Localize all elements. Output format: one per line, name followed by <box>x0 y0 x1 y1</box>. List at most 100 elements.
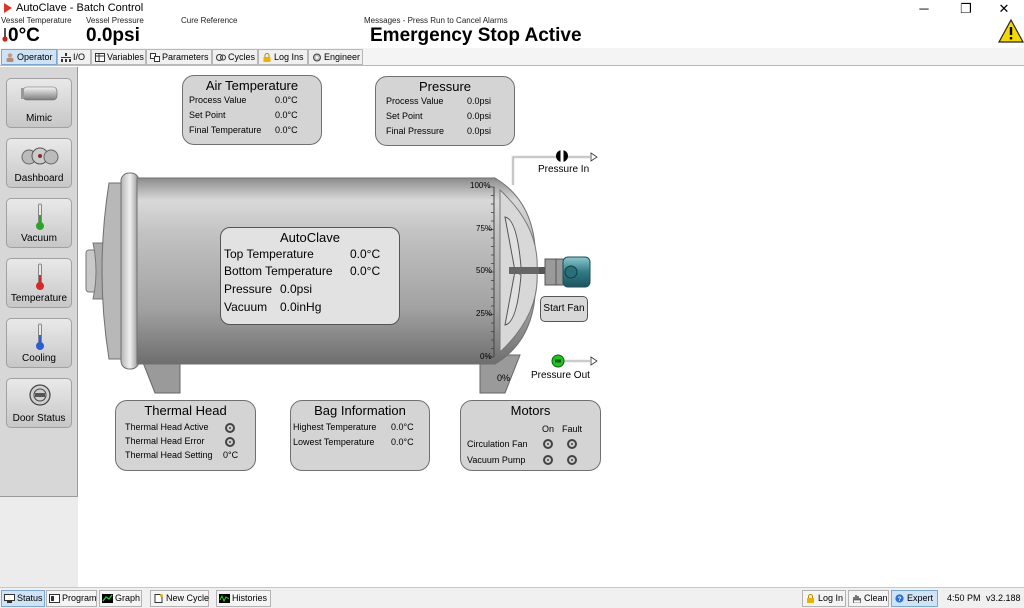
pressure-out-label: Pressure Out <box>531 370 590 381</box>
minimize-button[interactable]: ─ <box>919 1 929 16</box>
tab-variables[interactable]: Variables <box>91 49 146 65</box>
expert-button[interactable]: ? Expert <box>891 590 938 607</box>
status-icon <box>4 594 15 603</box>
temperature-icon <box>36 263 44 290</box>
bag-highest-temp-label: Highest Temperature <box>293 422 377 432</box>
tab-operator[interactable]: Operator <box>1 49 57 65</box>
bottom-temperature-value: 0.0°C <box>350 264 381 278</box>
status-button[interactable]: Status <box>1 590 45 607</box>
thermal-head-title: Thermal Head <box>144 403 227 418</box>
help-icon: ? <box>895 594 904 603</box>
alarm-message: Emergency Stop Active <box>370 25 582 46</box>
tab-log-ins[interactable]: Log Ins <box>258 49 308 65</box>
pressure-process-label: Process Value <box>386 96 444 106</box>
pressure-setpoint-label: Set Point <box>386 111 423 121</box>
app-icon <box>4 3 12 13</box>
clean-button[interactable]: Clean <box>848 590 889 607</box>
cycles-icon <box>216 54 226 61</box>
pressure-panel: Pressure Process Value 0.0psi Set Point … <box>375 76 515 146</box>
thermal-head-setting-value: 0°C <box>223 450 239 460</box>
parameters-icon <box>150 53 160 62</box>
pressure-process-value: 0.0psi <box>467 96 492 106</box>
air-temp-process-value: 0.0°C <box>275 95 298 105</box>
title-bar: AutoClave - Batch Control ─ ❐ ✕ <box>0 0 1024 16</box>
vessel-pressure-label: Vessel Pressure <box>86 16 144 25</box>
mimic-icon <box>21 86 58 101</box>
air-temperature-panel: Air Temperature Process Value 0.0°C Set … <box>182 75 322 145</box>
log-in-button[interactable]: Log In <box>802 590 846 607</box>
thermometer-icon <box>2 28 8 42</box>
vessel-pressure-row-label: Pressure <box>224 282 273 296</box>
gauge-tick-50: 50% <box>476 266 493 275</box>
warning-icon[interactable] <box>998 18 1024 44</box>
variables-icon <box>95 53 105 62</box>
thermal-head-error-label: Thermal Head Error <box>125 436 205 446</box>
gauge-tick-25: 25% <box>476 309 493 318</box>
gauge-tick-0: 0% <box>480 352 492 361</box>
new-cycle-icon <box>154 594 163 603</box>
pressure-out-valve[interactable] <box>551 354 565 368</box>
tab-engineer[interactable]: Engineer <box>308 49 363 65</box>
circulation-fan-on-indicator <box>543 439 553 449</box>
tab-bar: Operator I/O Variables Parameters Cycles… <box>0 48 1024 66</box>
sidebar-item-mimic[interactable]: Mimic <box>6 78 72 128</box>
vacuum-row-label: Vacuum <box>224 300 268 314</box>
vessel-temperature-label: Vessel Temperature <box>1 16 72 25</box>
new-cycle-button[interactable]: New Cycle <box>150 590 209 607</box>
version-label: v3.2.188 <box>986 593 1021 603</box>
motors-title: Motors <box>510 403 551 418</box>
sidebar-item-door-status[interactable]: Door Status <box>6 378 72 428</box>
thermal-head-active-label: Thermal Head Active <box>125 422 209 432</box>
circulation-fan-label: Circulation Fan <box>467 439 528 449</box>
operator-icon <box>6 53 14 62</box>
sidebar-lower-area <box>0 497 78 587</box>
pressure-title: Pressure <box>418 79 472 94</box>
sidebar-item-vacuum[interactable]: Vacuum <box>6 198 72 248</box>
gauge-tick-75: 75% <box>476 224 493 233</box>
bottom-temperature-label: Bottom Temperature <box>224 264 333 278</box>
bottom-toolbar: Status Program Graph New Cycle Histories… <box>0 587 1024 608</box>
hand-icon <box>853 595 861 603</box>
vessel-pressure-row-value: 0.0psi <box>280 282 313 296</box>
air-temp-final-label: Final Temperature <box>189 125 262 135</box>
program-icon <box>49 594 60 603</box>
tab-cycles[interactable]: Cycles <box>212 49 258 65</box>
program-button[interactable]: Program <box>46 590 97 607</box>
vacuum-row-value: 0.0inHg <box>280 300 322 314</box>
motors-panel: Motors On Fault Circulation Fan Vacuum P… <box>460 400 601 471</box>
sidebar: Mimic Dashboard Vacuum Temperature Cooli… <box>0 67 78 497</box>
start-fan-button[interactable]: Start Fan <box>540 296 588 322</box>
clock-time: 4:50 PM <box>947 593 981 603</box>
io-icon <box>61 53 71 62</box>
thermal-head-panel: Thermal Head Thermal Head Active Thermal… <box>115 400 256 471</box>
sidebar-item-temperature[interactable]: Temperature <box>6 258 72 308</box>
cooling-icon <box>36 323 44 350</box>
vessel-pressure-value: 0.0psi <box>86 25 140 46</box>
top-temperature-value: 0.0°C <box>350 247 381 261</box>
thermal-head-setting-label: Thermal Head Setting <box>125 450 213 460</box>
gauge-readout: 0% <box>497 373 511 383</box>
pressure-in-valve[interactable] <box>556 150 568 162</box>
close-button[interactable]: ✕ <box>998 1 1010 16</box>
pressure-in-arrow-icon <box>590 152 598 162</box>
air-temp-process-label: Process Value <box>189 95 247 105</box>
engineer-icon <box>313 53 321 62</box>
graph-button[interactable]: Graph <box>99 590 142 607</box>
vacuum-pump-fault-indicator <box>567 455 577 465</box>
svg-text:?: ? <box>898 596 902 603</box>
pressure-out-arrow-icon <box>590 356 598 366</box>
histories-button[interactable]: Histories <box>216 590 271 607</box>
graph-icon <box>102 594 113 603</box>
pressure-final-value: 0.0psi <box>467 126 492 136</box>
lock-icon <box>263 53 271 62</box>
autoclave-title: AutoClave <box>280 230 340 245</box>
top-temperature-label: Top Temperature <box>224 247 314 261</box>
messages-label: Messages - Press Run to Cancel Alarms <box>364 16 508 25</box>
tab-parameters[interactable]: Parameters <box>146 49 212 65</box>
sidebar-item-cooling[interactable]: Cooling <box>6 318 72 368</box>
gauge-tick-100: 100% <box>470 181 491 190</box>
sidebar-item-dashboard[interactable]: Dashboard <box>6 138 72 188</box>
air-temperature-title: Air Temperature <box>205 78 299 93</box>
restore-button[interactable]: ❐ <box>960 1 972 16</box>
tab-io[interactable]: I/O <box>57 49 91 65</box>
